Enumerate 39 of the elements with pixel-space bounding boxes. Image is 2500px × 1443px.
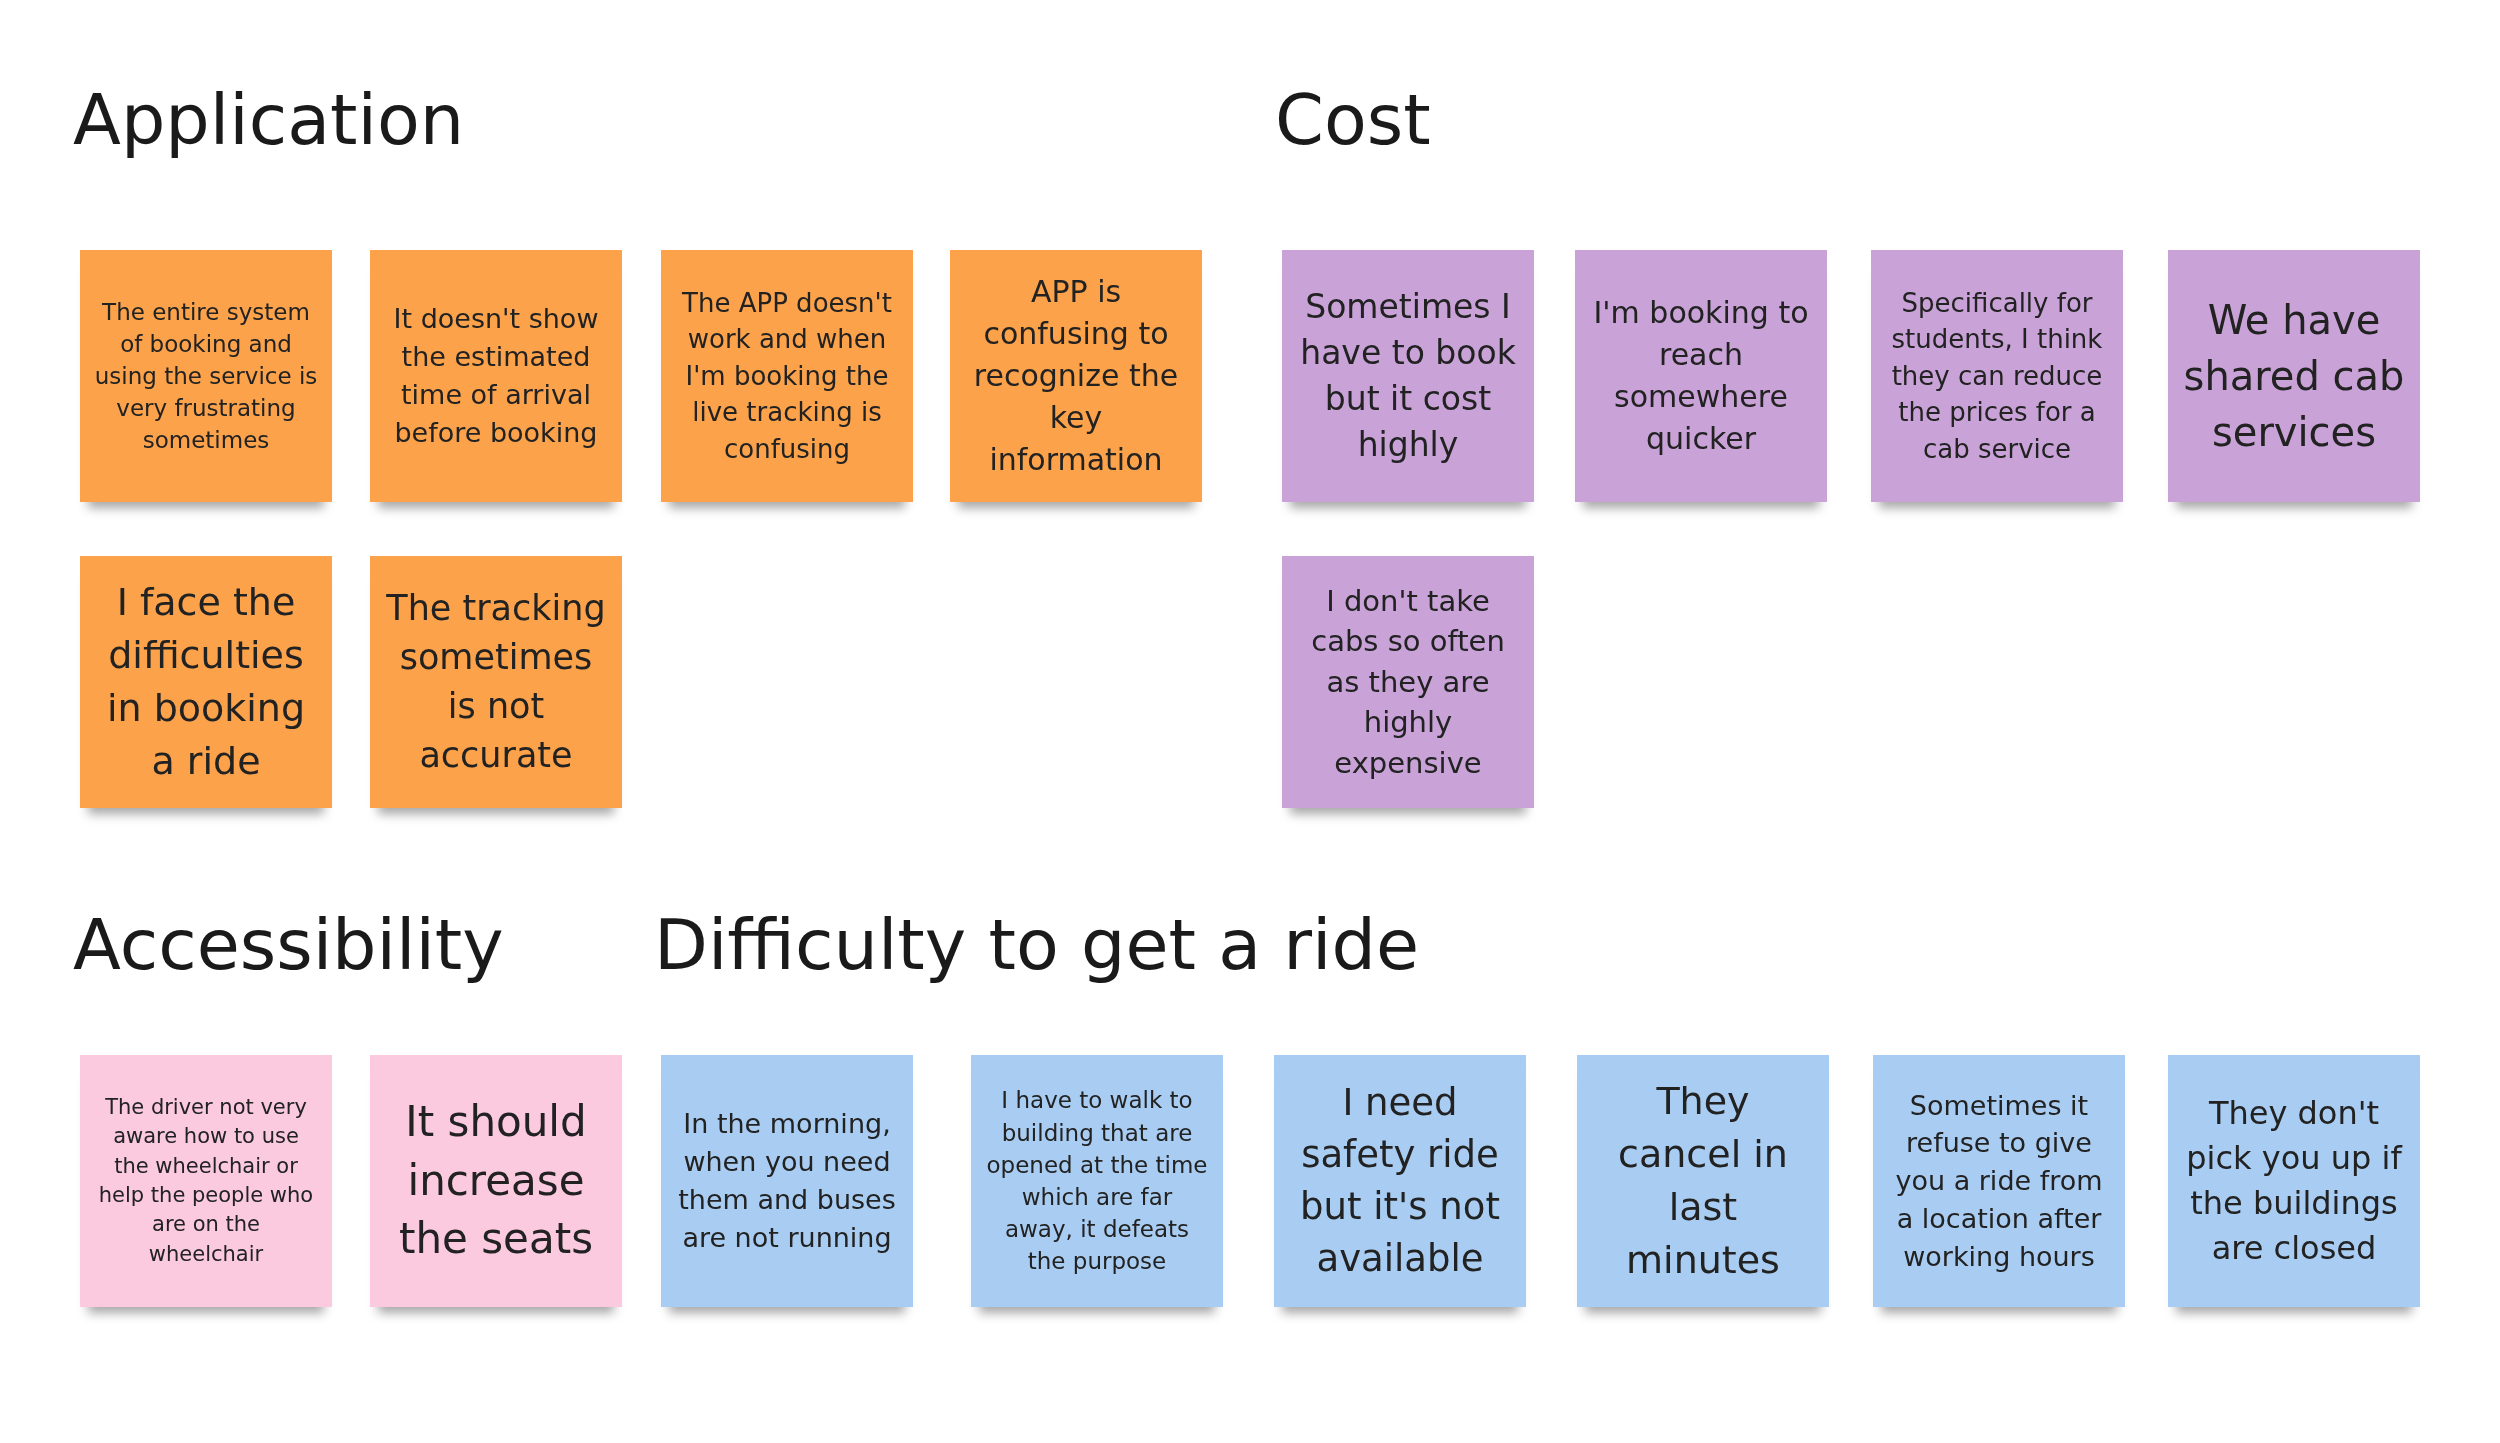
sticky-note: [2168, 1055, 2420, 1307]
sticky-note: [80, 250, 332, 502]
note-text: It doesn't show the estimated time of arrival before booking: [392, 302, 600, 450]
sticky-note: [80, 556, 332, 808]
sticky-note: [1575, 250, 1827, 502]
sticky-note: [661, 250, 913, 502]
sticky-note: [971, 1055, 1223, 1307]
note-text: In the morning, when you need them and buses are not running: [677, 1107, 897, 1255]
note-text: We have shared cab services: [2182, 296, 2406, 457]
note-text: I have to walk to building that are opened at the time which are far away, it defeats the purpose: [985, 1086, 1209, 1277]
sticky-note: [1274, 1055, 1526, 1307]
note-text: They cancel in last minutes: [1617, 1077, 1789, 1285]
note-text: They don't pick you up if the buildings are closed: [2185, 1093, 2404, 1269]
note-text: I face the difficulties in booking a ride: [105, 578, 307, 786]
note-text: I need safety ride but it's not available: [1299, 1080, 1501, 1282]
sticky-note: [80, 1055, 332, 1307]
note-text: The tracking sometimes is not accurate: [385, 587, 607, 777]
note-text: The APP doesn't work and when I'm booking the live tracking is confusing: [681, 287, 893, 466]
sticky-note: [1577, 1055, 1829, 1307]
sticky-note: [1873, 1055, 2125, 1307]
note-text: Specifically for students, I think they can reduce the prices for a cab service: [1890, 287, 2104, 466]
group-heading: Cost: [1275, 85, 1431, 155]
note-text: Sometimes I have to book but it cost highly: [1299, 285, 1517, 467]
note-text: Sometimes it refuse to give you a ride from a location after working hours: [1894, 1088, 2104, 1274]
sticky-note: [950, 250, 1202, 502]
sticky-note: [2168, 250, 2420, 502]
note-text: I'm booking to reach somewhere quicker: [1592, 294, 1810, 458]
sticky-note: [370, 250, 622, 502]
sticky-note: [661, 1055, 913, 1307]
note-text: The driver not very aware how to use the wheelchair or help the people who are on the wheelchair: [97, 1093, 315, 1268]
sticky-note: [1282, 250, 1534, 502]
note-text: I don't take cabs so often as they are highly expensive: [1310, 582, 1506, 782]
sticky-note: [1871, 250, 2123, 502]
sticky-note: [1282, 556, 1534, 808]
sticky-note: [370, 556, 622, 808]
note-text: The entire system of booking and using the service is very frustrating sometimes: [94, 297, 318, 456]
note-text: APP is confusing to recognize the key information: [972, 273, 1180, 479]
note-text: It should increase the seats: [397, 1095, 595, 1266]
sticky-note: [370, 1055, 622, 1307]
